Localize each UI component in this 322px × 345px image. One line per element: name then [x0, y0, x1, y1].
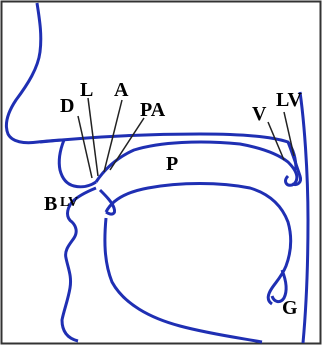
- lower-lip: [62, 188, 96, 341]
- larynx-front: [105, 218, 262, 342]
- pointer-D: [78, 116, 92, 178]
- pharynx-back-wall: [300, 92, 308, 343]
- palate-lower-contour: [96, 142, 297, 185]
- nose-profile: [6, 3, 64, 143]
- tongue: [106, 184, 291, 305]
- label-B: B: [44, 193, 57, 215]
- label-A: A: [114, 79, 129, 101]
- upper-lip: [59, 140, 96, 187]
- label-L: L: [80, 79, 93, 101]
- label-P: P: [166, 153, 178, 175]
- label-LV-lips: LV: [60, 195, 78, 210]
- pointer-LV-velum: [284, 112, 294, 156]
- label-V: V: [252, 103, 267, 125]
- label-D: D: [60, 95, 74, 117]
- label-PA: PA: [140, 99, 166, 121]
- label-G: G: [282, 297, 298, 319]
- label-LV-velum: LV: [276, 89, 303, 111]
